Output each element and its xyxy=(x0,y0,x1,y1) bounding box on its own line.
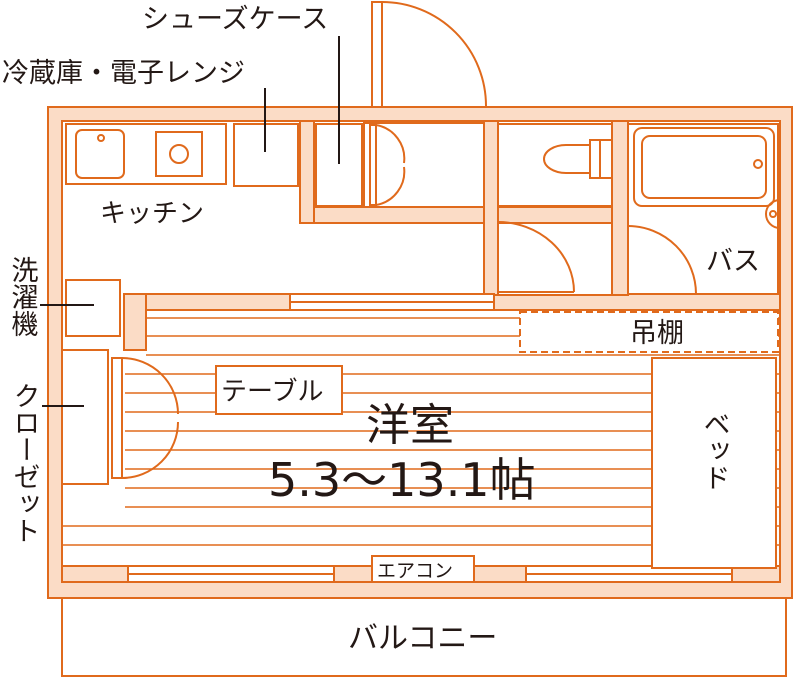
washer-label: 洗濯機 xyxy=(7,256,39,337)
closet-label: クローゼット xyxy=(9,382,40,544)
divider-wall-left xyxy=(123,293,291,311)
sink-icon xyxy=(75,129,125,179)
entrance-door-icon xyxy=(371,1,487,108)
service-wall-3 xyxy=(611,120,629,296)
aircon-label: エアコン xyxy=(377,560,453,582)
bathtub-icon xyxy=(627,123,781,295)
shoe-case-label: シューズケース xyxy=(142,4,328,35)
washer-box xyxy=(65,279,121,337)
divider-wall-right xyxy=(493,293,781,311)
fridge-microwave-label: 冷蔵庫・電子レンジ xyxy=(2,58,245,89)
kitchen-counter xyxy=(65,123,227,185)
balcony-label: バルコニー xyxy=(348,621,497,656)
room-size-label: 5.3〜13.1帖 xyxy=(268,453,536,507)
hanging-shelf xyxy=(519,311,779,353)
leader-lines xyxy=(40,36,340,407)
bath-label: バス xyxy=(706,246,760,277)
closet-box xyxy=(61,349,179,485)
service-wall-1 xyxy=(299,120,315,224)
toilet-door-icon xyxy=(497,221,613,296)
service-wall-2 xyxy=(483,120,499,296)
aircon-box xyxy=(371,555,475,583)
bed-label: ベッド xyxy=(699,410,730,491)
bed-box xyxy=(651,357,777,569)
toilet-icon xyxy=(497,123,613,207)
inner-door-icon xyxy=(363,122,485,208)
stove-icon xyxy=(155,131,203,177)
table-box xyxy=(215,365,343,415)
toilet-wall xyxy=(497,206,613,224)
room-name-label: 洋室 xyxy=(366,400,454,451)
kitchen-label: キッチン xyxy=(100,199,204,229)
closet-wall xyxy=(123,293,147,351)
table-label: テーブル xyxy=(221,377,323,407)
service-wall-bottom xyxy=(299,206,495,224)
balcony xyxy=(61,597,787,677)
shelf-label: 吊棚 xyxy=(630,318,684,349)
windows xyxy=(127,293,733,583)
bath-door-icon xyxy=(627,225,697,295)
